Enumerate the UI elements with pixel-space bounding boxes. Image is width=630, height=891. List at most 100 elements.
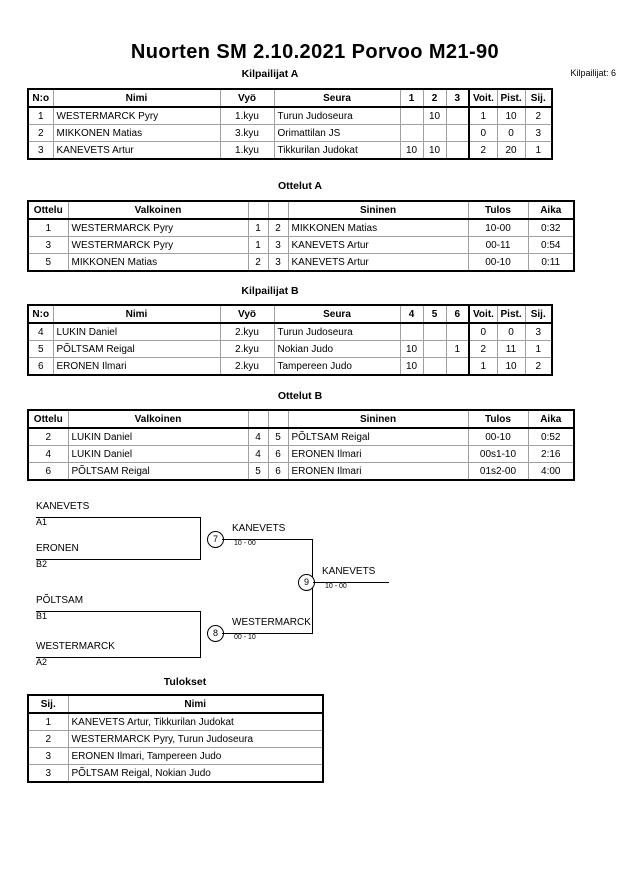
bracket-entry-name-3: PÕLTSAM <box>36 595 84 606</box>
bracket-score-sf-top: 10 - 00 <box>234 540 256 547</box>
col-header-result: Tulos <box>467 200 529 220</box>
cell-points: 0 <box>496 322 526 341</box>
cell-points: 10 <box>496 106 526 125</box>
cell-belt: 2.kyu <box>219 357 275 376</box>
cell-no: 1 <box>27 106 54 125</box>
cell-blue: PÕLTSAM Reigal <box>287 427 469 446</box>
cell-name: KANEVETS Artur <box>52 141 221 160</box>
cell-m3 <box>445 124 470 142</box>
cell-m3 <box>445 322 470 341</box>
bracket-entry-name-2: ERONEN <box>36 543 79 554</box>
col-header-time: Aika <box>527 409 575 429</box>
cell-m1: 10 <box>399 357 424 376</box>
cell-wins: 1 <box>468 106 498 125</box>
bracket-line <box>36 517 200 518</box>
table-row: 1 KANEVETS Artur, Tikkurilan Judokat <box>27 712 324 731</box>
cell-name: MIKKONEN Matias <box>52 124 221 142</box>
bracket-winner-sf-bottom: WESTERMARCK <box>232 617 311 628</box>
cell-time: 0:11 <box>527 253 575 272</box>
cell-m1: 10 <box>399 340 424 358</box>
table-row: 3 WESTERMARCK Pyry 1 3 KANEVETS Artur 00… <box>27 236 575 254</box>
cell-m1 <box>399 106 424 125</box>
bracket-entry-seed-1: A1 <box>36 517 48 527</box>
cell-m1: 10 <box>399 141 424 160</box>
cell-blue: ERONEN Ilmari <box>287 445 469 463</box>
cell-points: 0 <box>496 124 526 142</box>
cell-no: 6 <box>27 357 54 376</box>
table-row: 1 WESTERMARCK Pyry 1 2 MIKKONEN Matias 1… <box>27 218 575 237</box>
table-row: 3 ERONEN Ilmari, Tampereen Judo <box>27 747 324 765</box>
cell-time: 4:00 <box>527 462 575 481</box>
bracket-line <box>200 517 201 560</box>
cell-belt: 3.kyu <box>219 124 275 142</box>
cell-name: PÕLTSAM Reigal <box>52 340 221 358</box>
cell-no: 5 <box>27 340 54 358</box>
cell-time: 0:54 <box>527 236 575 254</box>
cell-time: 2:16 <box>527 445 575 463</box>
table-row: 5 MIKKONEN Matias 2 3 KANEVETS Artur 00-… <box>27 253 575 272</box>
cell-blue: ERONEN Ilmari <box>287 462 469 481</box>
cell-white: LUKIN Daniel <box>67 427 249 446</box>
cell-rank: 3 <box>524 124 553 142</box>
col-header-name: Nimi <box>52 304 221 324</box>
cell-rank: 3 <box>524 322 553 341</box>
col-header-points: Pist. <box>496 304 526 324</box>
cell-rank: 1 <box>524 340 553 358</box>
table-row: 6 ERONEN Ilmari 2.kyu Tampereen Judo 10 … <box>27 357 553 376</box>
matches-a-table: Ottelu Valkoinen Sininen Tulos Aika 1 WE… <box>27 200 575 272</box>
cell-blue-no: 6 <box>267 445 289 463</box>
cell-m1 <box>399 124 424 142</box>
bracket-line <box>200 611 201 658</box>
col-header-club: Seura <box>273 304 401 324</box>
matches-b-table: Ottelu Valkoinen Sininen Tulos Aika 2 LU… <box>27 409 575 481</box>
cell-blue-no: 3 <box>267 236 289 254</box>
col-header-time: Aika <box>527 200 575 220</box>
pool-a-caption: Kilpailijat A <box>241 68 299 80</box>
col-header-m1: 1 <box>399 88 424 108</box>
col-header-m3: 3 <box>445 88 470 108</box>
col-header-blue: Sininen <box>287 200 469 220</box>
col-header-club: Seura <box>273 88 401 108</box>
col-header-rank: Sij. <box>524 304 553 324</box>
cell-blue: KANEVETS Artur <box>287 253 469 272</box>
cell-belt: 1.kyu <box>219 141 275 160</box>
col-header-blue-no <box>267 409 289 429</box>
col-header-wins: Voit. <box>468 304 498 324</box>
table-row: 4 LUKIN Daniel 4 6 ERONEN Ilmari 00s1-10… <box>27 445 575 463</box>
col-header-rank: Sij. <box>524 88 553 108</box>
cell-match-no: 4 <box>27 445 69 463</box>
bracket-winner-sf-top: KANEVETS <box>232 523 286 534</box>
cell-blue-no: 2 <box>267 218 289 237</box>
cell-result: 00-10 <box>467 253 529 272</box>
col-header-belt: Vyö <box>219 304 275 324</box>
cell-no: 4 <box>27 322 54 341</box>
cell-name: WESTERMARCK Pyry <box>52 106 221 125</box>
cell-white: PÕLTSAM Reigal <box>67 462 249 481</box>
cell-result: 00-11 <box>467 236 529 254</box>
cell-white: WESTERMARCK Pyry <box>67 218 249 237</box>
table-row: 3 KANEVETS Artur 1.kyu Tikkurilan Judoka… <box>27 141 553 160</box>
cell-match-no: 2 <box>27 427 69 446</box>
cell-white: LUKIN Daniel <box>67 445 249 463</box>
cell-rank: 1 <box>27 712 69 731</box>
cell-white-no: 4 <box>247 427 269 446</box>
cell-m2 <box>422 340 447 358</box>
col-header-name: Nimi <box>52 88 221 108</box>
table-row: 1 WESTERMARCK Pyry 1.kyu Turun Judoseura… <box>27 106 553 125</box>
col-header-result: Tulos <box>467 409 529 429</box>
cell-points: 11 <box>496 340 526 358</box>
cell-name: ERONEN Ilmari <box>52 357 221 376</box>
cell-match-no: 3 <box>27 236 69 254</box>
bracket-entry-seed-2: B2 <box>36 559 48 569</box>
cell-name: LUKIN Daniel <box>52 322 221 341</box>
cell-white: WESTERMARCK Pyry <box>67 236 249 254</box>
table-row: 3 PÕLTSAM Reigal, Nokian Judo <box>27 764 324 783</box>
cell-club: Turun Judoseura <box>273 322 401 341</box>
cell-rank: 2 <box>524 357 553 376</box>
matches-b-caption: Ottelut B <box>277 390 323 402</box>
bracket-score-final: 10 - 00 <box>325 583 347 590</box>
bracket-winner-final: KANEVETS <box>322 566 376 577</box>
competitors-count: Kilpailijat: 6 <box>570 68 616 78</box>
table-row: 2 LUKIN Daniel 4 5 PÕLTSAM Reigal 00-10 … <box>27 427 575 446</box>
col-header-white: Valkoinen <box>67 200 249 220</box>
